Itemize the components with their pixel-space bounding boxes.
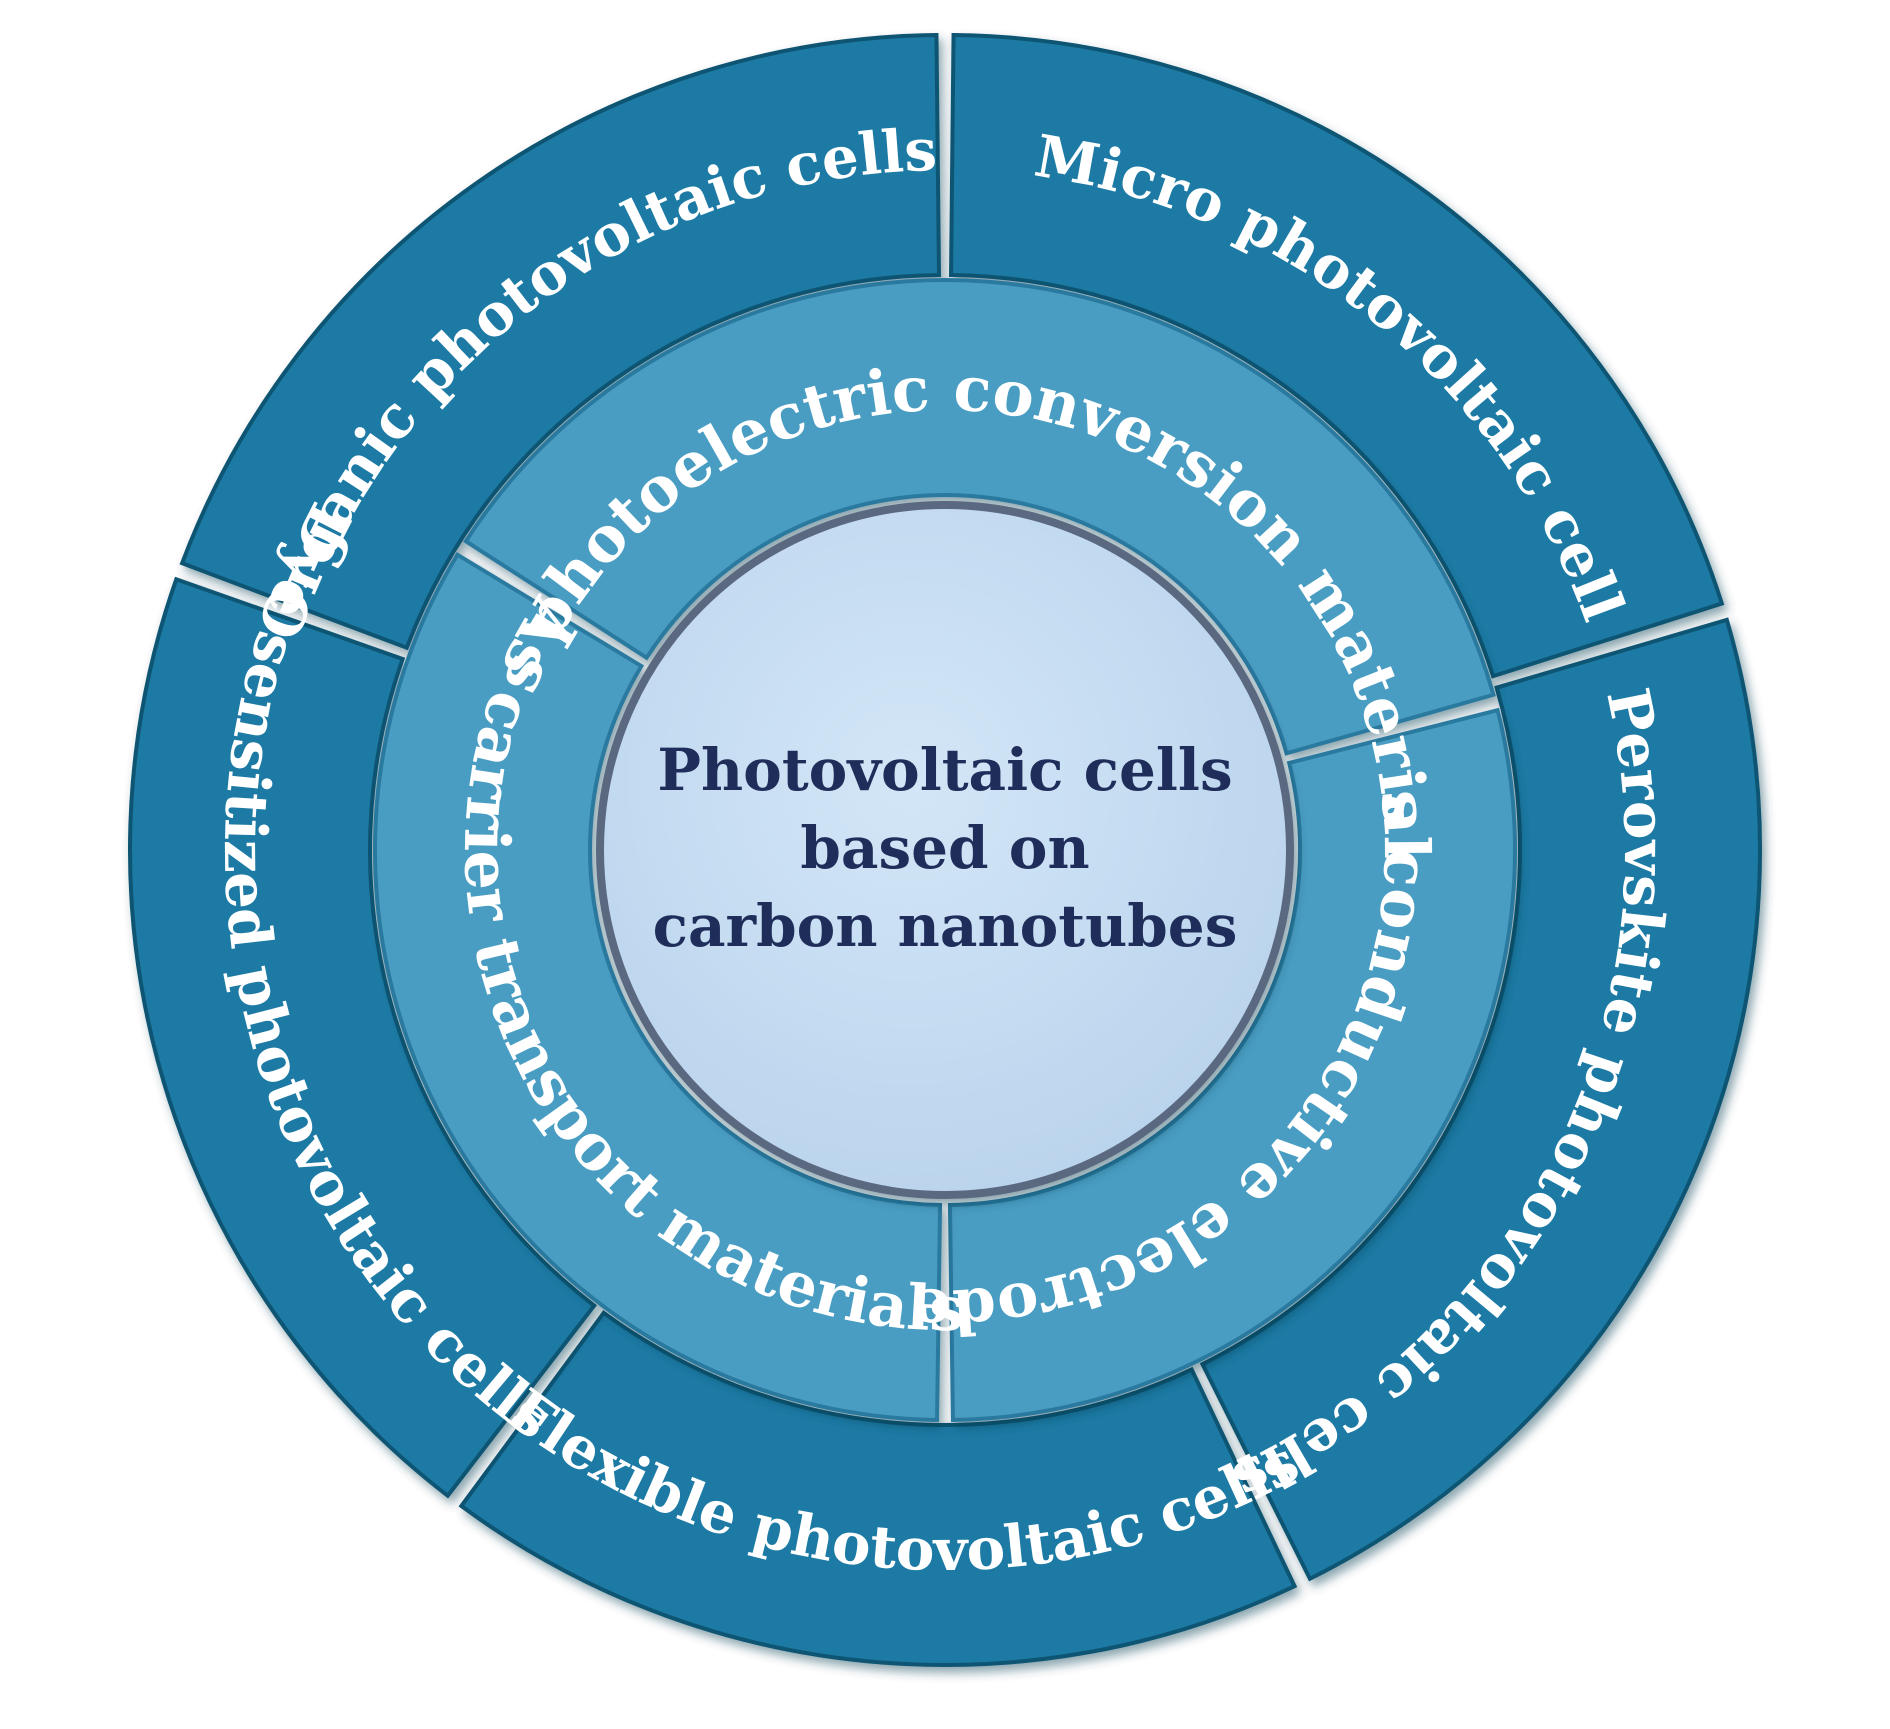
outer-segment-dye-sensitized bbox=[128, 576, 597, 1499]
center-title-line-3: carbon nanotubes bbox=[653, 892, 1238, 960]
center-title-line-2: based on bbox=[800, 814, 1089, 882]
outer-segment-organic bbox=[179, 33, 941, 651]
outer-segment-micro bbox=[949, 33, 1725, 679]
outer-ring bbox=[128, 33, 1762, 1667]
outer-segment-flexible bbox=[458, 1310, 1298, 1667]
inner-segment-conductive bbox=[947, 707, 1517, 1422]
center-disc bbox=[596, 501, 1294, 1199]
inner-ring bbox=[373, 278, 1517, 1422]
inner-segment-carrier bbox=[373, 551, 943, 1422]
center-title-line-1: Photovoltaic cells bbox=[657, 736, 1232, 804]
inner-segment-photoelectric bbox=[463, 278, 1496, 756]
outer-segment-perovskite bbox=[1199, 617, 1762, 1582]
